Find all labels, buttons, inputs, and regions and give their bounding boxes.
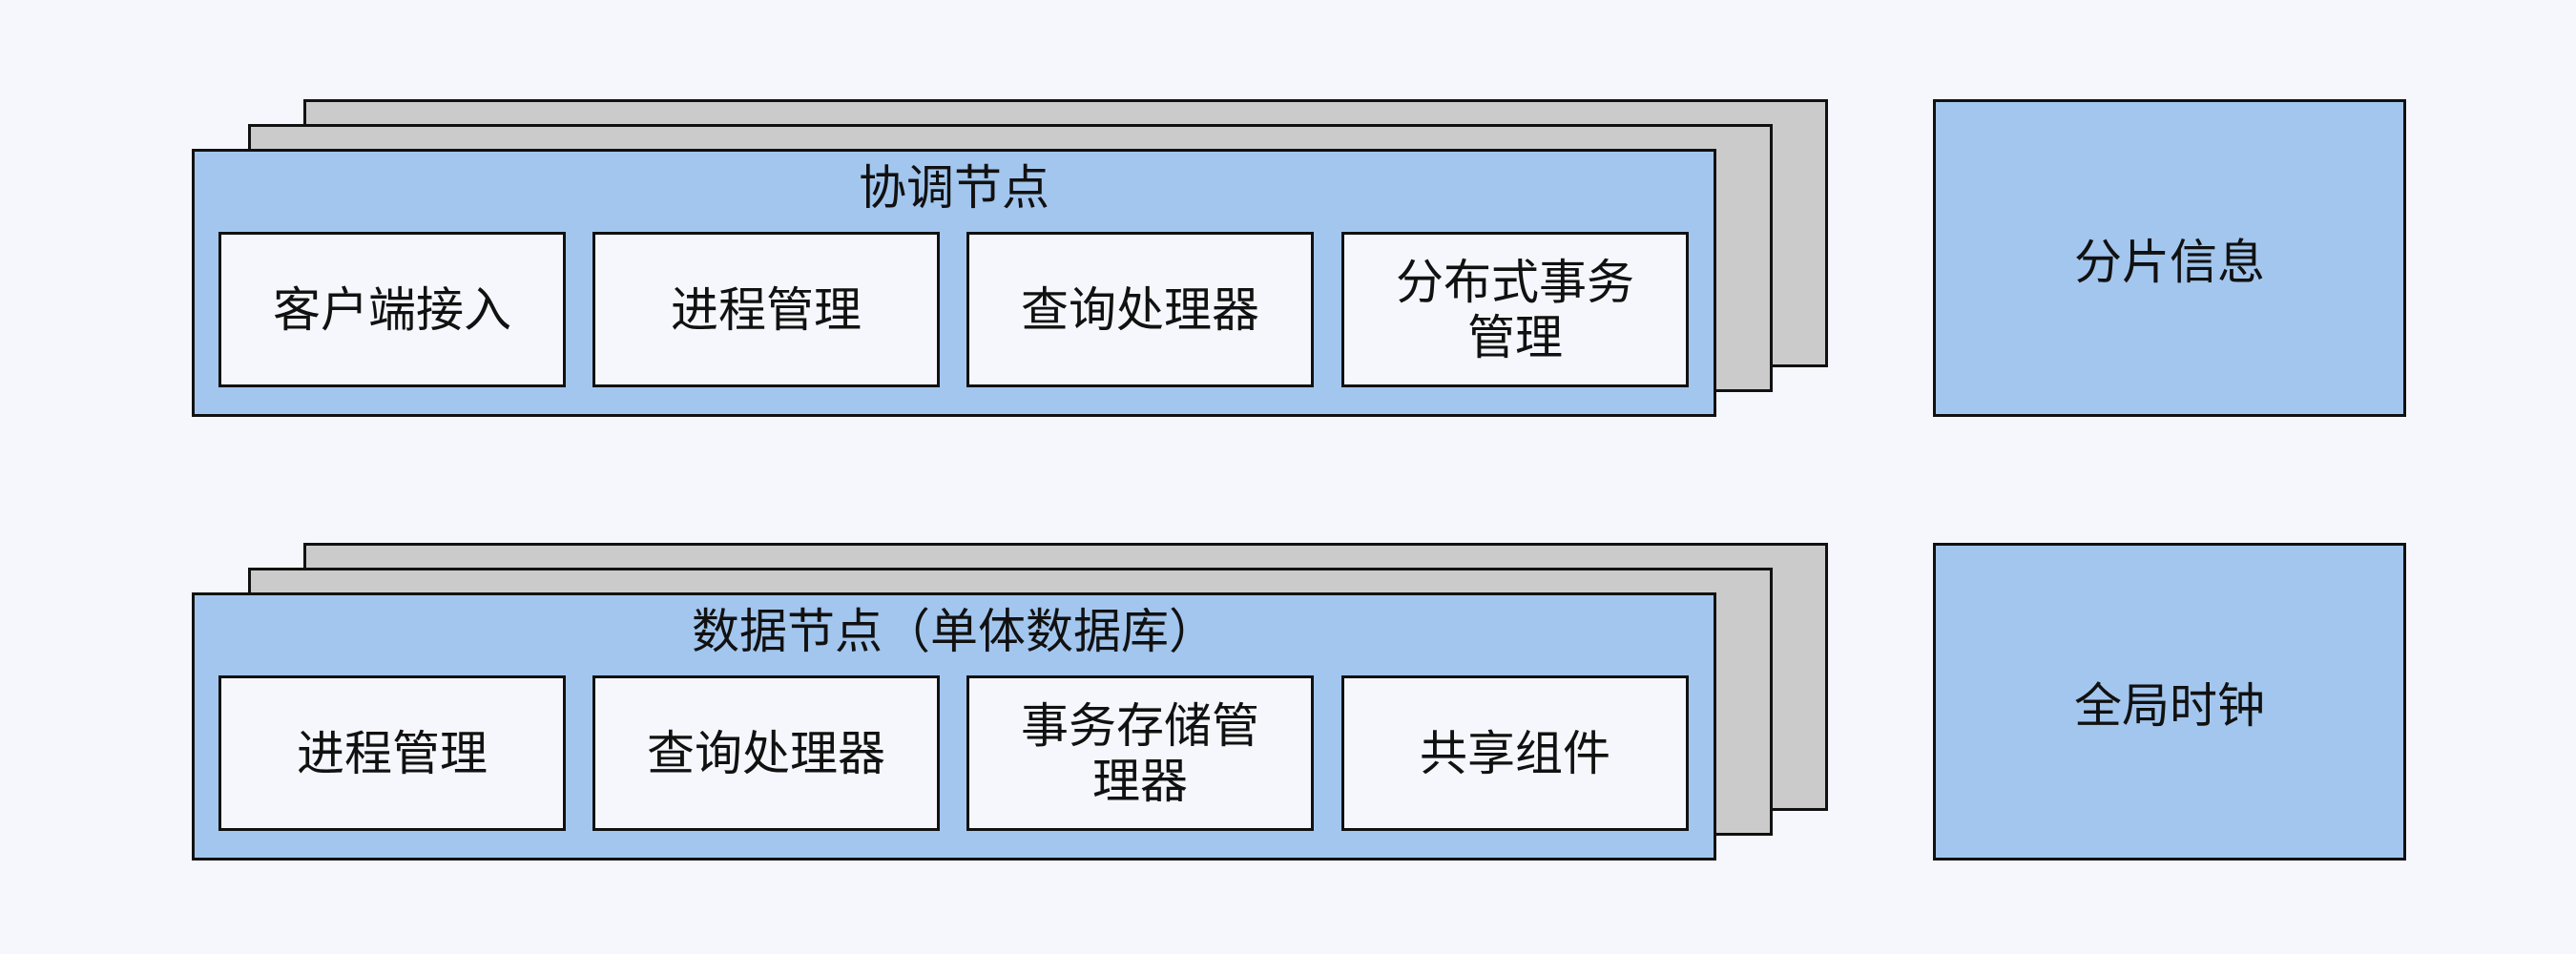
component-query-processor: 查询处理器 [592, 675, 940, 831]
component-distributed-transaction: 分布式事务管理 [1341, 232, 1689, 387]
data-node-title: 数据节点（单体数据库） [692, 604, 1216, 659]
component-label: 客户端接入 [273, 281, 511, 338]
global-clock-label: 全局时钟 [2074, 677, 2265, 734]
component-shared-components: 共享组件 [1341, 675, 1689, 831]
shard-info-label: 分片信息 [2074, 234, 2265, 290]
shard-info-box: 分片信息 [1933, 99, 2406, 417]
component-label: 共享组件 [1420, 725, 1610, 781]
component-label: 查询处理器 [1021, 281, 1259, 338]
component-label: 进程管理 [671, 281, 862, 338]
component-query-processor: 查询处理器 [966, 232, 1314, 387]
global-clock-box: 全局时钟 [1933, 543, 2406, 861]
component-process-management: 进程管理 [592, 232, 940, 387]
component-client-access: 客户端接入 [218, 232, 566, 387]
coordinator-node-title: 协调节点 [859, 160, 1049, 216]
component-label: 进程管理 [297, 725, 488, 781]
component-label: 分布式事务管理 [1396, 254, 1634, 365]
component-process-management: 进程管理 [218, 675, 566, 831]
coordinator-node: 协调节点 客户端接入 进程管理 查询处理器 分布式事务管理 [192, 149, 1716, 417]
component-label: 查询处理器 [647, 725, 885, 781]
component-label: 事务存储管理器 [1021, 697, 1259, 809]
data-node: 数据节点（单体数据库） 进程管理 查询处理器 事务存储管理器 共享组件 [192, 592, 1716, 861]
component-transaction-storage-manager: 事务存储管理器 [966, 675, 1314, 831]
